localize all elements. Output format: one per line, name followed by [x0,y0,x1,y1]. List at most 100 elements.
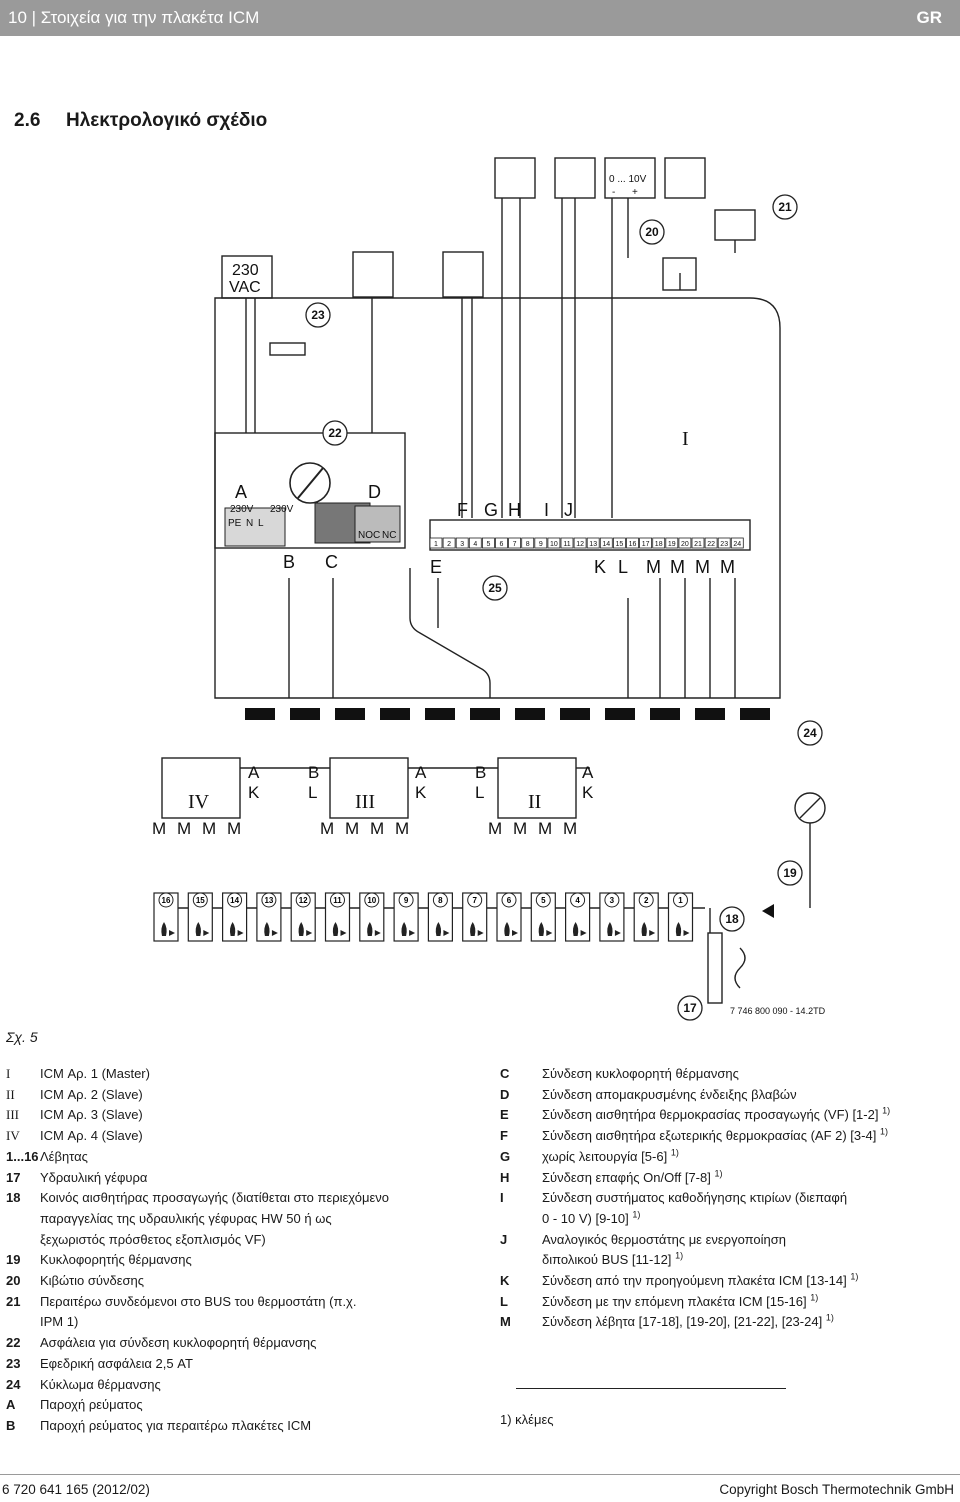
callout-20: 20 [645,225,659,239]
legend-text: Παροχή ρεύματος [40,1397,143,1413]
supply-box [221,255,273,299]
terminal-number: 21 [694,541,702,548]
legend-footnote-mark: 1) [632,1209,641,1220]
footer-divider [0,1474,960,1475]
legend-text: Σύνδεση με την επόμενη πλακέτα ICM [15-1… [542,1292,819,1309]
legend-key: E [500,1107,509,1123]
terminal-cell [599,537,613,549]
boiler-number: 4 [575,896,580,905]
pump-icon [340,930,347,936]
label-no: NO [358,530,373,541]
pump-icon [546,930,553,936]
footnote: 1) κλέμες [500,1412,554,1427]
legend-text: Ασφάλεια για σύνδεση κυκλοφορητή θέρμανσ… [40,1335,317,1351]
legend-key: 23 [6,1355,21,1371]
voltage-minus: - [612,187,615,198]
terminal-number: 13 [589,541,597,548]
pump-icon [306,930,313,936]
terminal-cell [442,537,456,549]
pump-icon [409,930,416,936]
section-number: 2.6 [14,110,41,131]
legend-text: Σύνδεση επαφής On/Off [7-8] 1) [542,1168,723,1185]
terminal-cell [429,537,443,549]
legend-text: Υδραυλική γέφυρα [40,1169,148,1185]
header-language: GR [916,8,943,27]
legend-text: Σύνδεση αισθητήρα θερμοκρασίας προσαγωγή… [542,1106,891,1123]
terminal-cell [652,537,666,549]
boiler-number: 7 [472,896,477,905]
legend-key: IV [6,1128,20,1144]
terminal-cell [639,537,653,549]
legend-key: G [500,1148,511,1164]
boiler-number: 13 [264,896,273,905]
legend-text: Σύνδεση κυκλοφορητή θέρμανσης [542,1066,739,1081]
flame-icon [675,922,682,936]
svg-text:A: A [415,763,427,782]
svg-text:A: A [248,763,260,782]
pump-icon [683,930,690,936]
legend-text: Εφεδρική ασφάλεια 2,5 AT [40,1355,193,1371]
legend-key: J [500,1231,508,1247]
pump-icon [374,930,381,936]
boiler-number: 3 [610,896,615,905]
callout-18: 18 [725,912,739,926]
label-230v-b: 230V [270,504,294,515]
flame-icon [298,922,304,936]
legend-key [6,1230,40,1251]
svg-text:M: M [488,819,502,838]
boiler-module: 8 [427,892,453,942]
legend-row: διπολικού BUS [11-12] 1) [500,1250,955,1271]
terminal-number: 2 [447,541,451,548]
boiler-module: 3 [599,892,625,942]
boiler-number: 15 [196,896,205,905]
svg-text:M: M [538,819,552,838]
svg-text:M: M [395,819,409,838]
legend-row: E Σύνδεση αισθητήρα θερμοκρασίας προσαγωγ… [500,1105,955,1126]
legend-key [500,1209,542,1230]
svg-text:B: B [308,763,319,782]
terminal-number: 6 [500,541,504,548]
legend-footnote-mark: 1) [850,1271,859,1282]
terminal-number: 12 [576,541,584,548]
terminal-number: 17 [642,541,650,548]
terminal-number: 11 [563,541,570,548]
legend-text: διπολικού BUS [11-12] 1) [542,1251,684,1268]
voltage-range: 0 ... 10V [609,174,647,185]
legend-key: 1...16 [6,1148,39,1164]
svg-text:M: M [320,819,334,838]
footer-docnumber: 6 720 641 165 (2012/02) [2,1482,150,1497]
svg-text:IV: IV [188,791,210,813]
svg-text:C: C [325,552,338,572]
boiler-number: 11 [333,896,342,905]
diagram-code: 7 746 800 090 - 14.2TD [730,1006,826,1016]
flame-icon [161,922,167,936]
section-heading: Ηλεκτρολογικό σχέδιο [66,110,268,131]
legend-key [6,1312,40,1333]
flame-icon [264,922,270,936]
section-title: 2.6 Ηλεκτρολογικό σχέδιο [14,110,267,132]
legend-row: 23 Εφεδρική ασφάλεια 2,5 AT [6,1354,476,1375]
svg-text:H: H [508,500,521,520]
boiler-module: 6 [496,892,522,942]
terminal-cell [455,537,469,549]
label-230v-a: 230V [230,504,254,515]
pump-icon [477,930,484,936]
boiler-number: 10 [367,896,376,905]
svg-text:I: I [682,428,689,450]
boiler-module: 1 [667,892,694,942]
svg-text:M: M [370,819,384,838]
pump-icon [580,930,587,936]
legend-text: Κιβώτιο σύνδεσης [40,1273,145,1289]
flame-icon [401,922,407,936]
legend-text: Κυκλοφορητής θέρμανσης [40,1252,192,1268]
callout-22: 22 [328,426,342,440]
legend-row: παραγγελίας της υδραυλικής γέφυρας HW 50… [6,1209,476,1230]
